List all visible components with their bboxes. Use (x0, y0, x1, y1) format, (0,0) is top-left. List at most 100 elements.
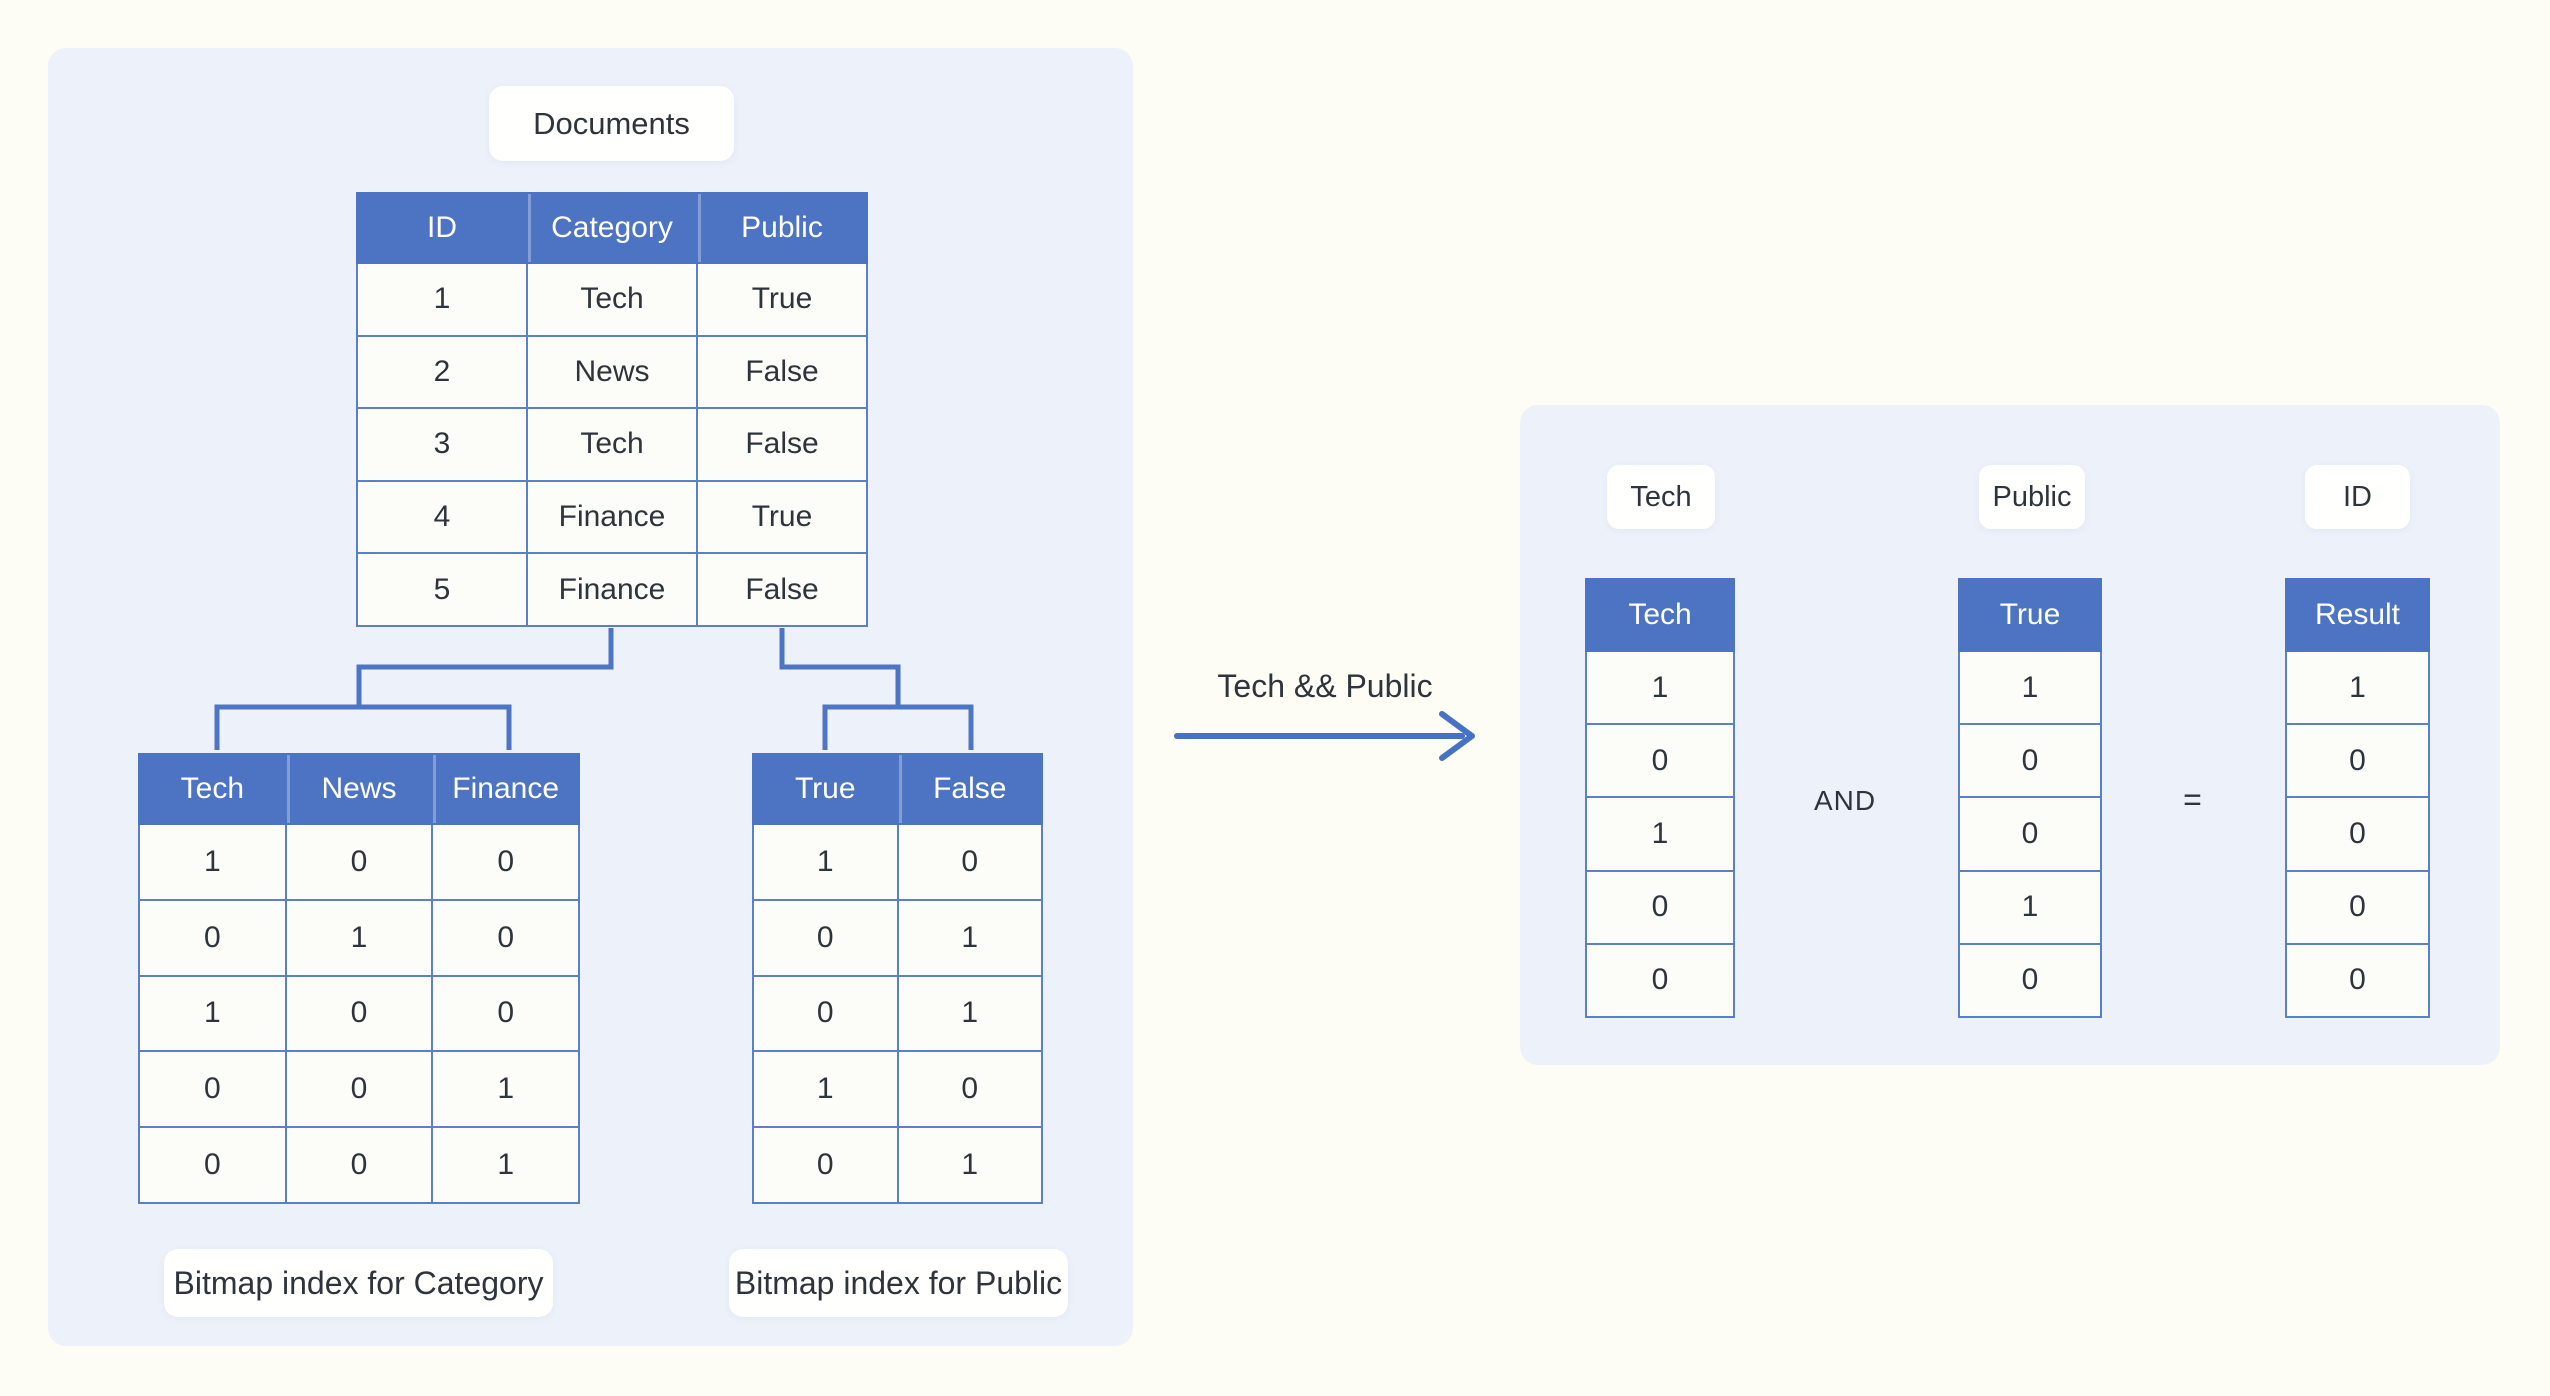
table-row: 0 (2285, 869, 2430, 945)
public-bitmap-label-text: Bitmap index for Public (734, 1264, 1063, 1301)
table-cell: 1 (752, 823, 899, 901)
table-cell: 0 (752, 898, 899, 977)
table-cell: 0 (1958, 723, 2102, 799)
column-header: ID (356, 192, 528, 264)
table-cell: 2 (356, 334, 528, 410)
documents-label-text: Documents (533, 105, 690, 141)
table-cell: 1 (431, 1126, 580, 1204)
table-row: 0 (1585, 942, 1735, 1018)
table-cell: Tech (526, 407, 698, 482)
header-row: Tech (1585, 578, 1735, 652)
table-cell: 0 (1958, 942, 2102, 1018)
table-cell: False (696, 334, 868, 410)
table-cell: 0 (284, 823, 434, 901)
table-cell: 1 (431, 1050, 580, 1129)
column-header: False (896, 753, 1043, 825)
table-cell: Finance (526, 552, 698, 627)
table-row: 0 (1958, 796, 2102, 872)
column-header: News (284, 753, 434, 825)
table-cell: 4 (356, 479, 528, 555)
table-cell: 0 (2285, 942, 2430, 1018)
table-cell: 1 (896, 1126, 1043, 1204)
equals-operator: = (2183, 781, 2203, 818)
table-cell: 1 (896, 974, 1043, 1053)
table-cell: True (696, 479, 868, 555)
table-cell: False (696, 552, 868, 627)
table-cell: 0 (2285, 723, 2430, 799)
table-cell: 1 (752, 1050, 899, 1129)
table-cell: 0 (896, 1050, 1043, 1129)
table-row: 1 (2285, 649, 2430, 726)
column-header: True (752, 753, 899, 825)
table-cell: 0 (2285, 869, 2430, 945)
table-cell: 0 (1585, 723, 1735, 799)
table-cell: 0 (138, 1050, 287, 1129)
table-cell: 0 (431, 974, 580, 1053)
table-cell: 0 (284, 1050, 434, 1129)
table-cell: 1 (2285, 649, 2430, 726)
table-row: 1 (1585, 649, 1735, 726)
header-row: Result (2285, 578, 2430, 652)
table-cell: 1 (356, 262, 528, 337)
table-cell: 0 (138, 898, 287, 977)
column-header: True (1958, 578, 2102, 652)
table-row: 0 (1958, 942, 2102, 1018)
table-cell: 1 (1958, 649, 2102, 726)
column-header: Tech (138, 753, 287, 825)
table-cell: Finance (526, 479, 698, 555)
table-row: 1 (1958, 649, 2102, 726)
category-bitmap-label: Bitmap index for Category (164, 1249, 553, 1317)
documents-label: Documents (489, 86, 734, 161)
public-chip-text: Public (1992, 480, 2072, 513)
table-cell: 1 (1585, 649, 1735, 726)
table-cell: News (526, 334, 698, 410)
table-cell: 5 (356, 552, 528, 627)
table-cell: 0 (896, 823, 1043, 901)
tech-chip: Tech (1607, 465, 1715, 529)
category-bitmap-label-text: Bitmap index for Category (173, 1264, 544, 1301)
table-cell: 1 (138, 823, 287, 901)
column-header: Finance (431, 753, 580, 825)
table-row: 0 (2285, 796, 2430, 872)
table-cell: 1 (138, 974, 287, 1053)
table-row: 0 (2285, 942, 2430, 1018)
table-cell: 0 (284, 974, 434, 1053)
column-header: Public (696, 192, 868, 264)
table-cell: Tech (526, 262, 698, 337)
transform-arrow (1174, 711, 1475, 761)
table-cell: False (696, 407, 868, 482)
table-cell: 1 (1958, 869, 2102, 945)
arrow-label: Tech && Public (1217, 668, 1433, 704)
table-cell: 0 (431, 823, 580, 901)
id-chip: ID (2305, 465, 2410, 529)
and-operator: AND (1813, 785, 1877, 816)
public-chip: Public (1979, 465, 2085, 529)
column-header: Category (526, 192, 698, 264)
table-cell: 0 (284, 1126, 434, 1204)
id-chip-text: ID (2343, 480, 2372, 513)
table-row: 0 (1585, 869, 1735, 945)
table-cell: 1 (896, 898, 1043, 977)
table-cell: 0 (1585, 869, 1735, 945)
table-cell: 1 (284, 898, 434, 977)
